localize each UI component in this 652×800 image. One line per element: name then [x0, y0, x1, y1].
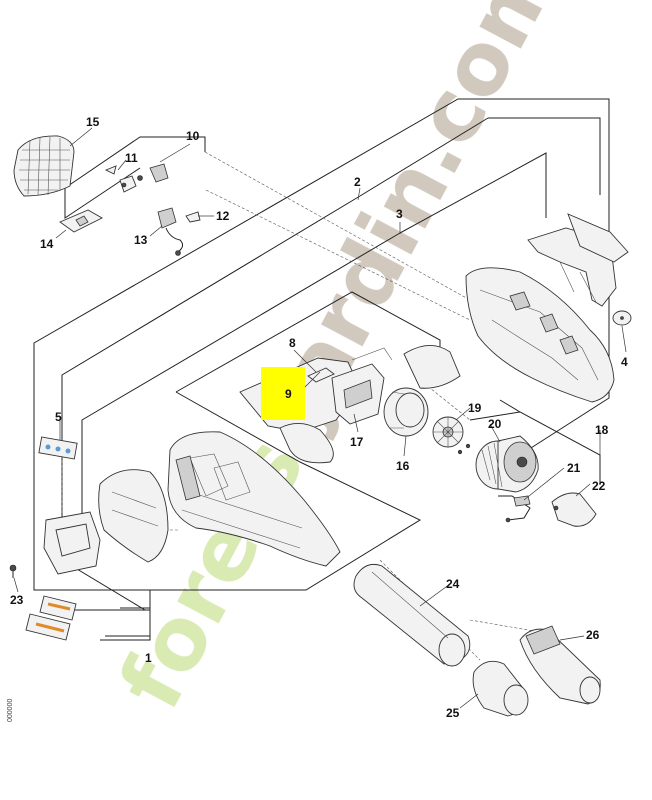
- part-handle-frame: [43, 511, 101, 575]
- part-17-duct: [331, 347, 393, 425]
- part-26-flat-nozzle: [519, 625, 601, 705]
- part-1-labels: [25, 595, 77, 641]
- callout-8: 8: [289, 336, 296, 350]
- part-2-half-shell: [465, 267, 615, 403]
- part-19-impeller: [432, 416, 471, 455]
- part-16-ring: [383, 387, 429, 437]
- part-1-lower-housing: [167, 431, 341, 567]
- part-21-harness: [498, 495, 531, 523]
- callout-labels: 15 10 11 2 3 12 13 14 4 8 9 5 19 20 18 1…: [10, 115, 628, 720]
- callout-18: 18: [595, 423, 609, 437]
- part-11-switch: [104, 163, 169, 193]
- callout-22: 22: [592, 479, 606, 493]
- callout-21: 21: [567, 461, 581, 475]
- leader-lines: [13, 127, 627, 709]
- callout-15: 15: [86, 115, 100, 129]
- callout-16: 16: [396, 459, 410, 473]
- part-14-plate: [59, 209, 103, 233]
- callout-1: 1: [145, 651, 152, 665]
- callout-26: 26: [586, 628, 600, 642]
- callout-10: 10: [186, 129, 200, 143]
- callout-2: 2: [354, 175, 361, 189]
- highlight-part-9: [261, 367, 305, 420]
- part-20-motor: [475, 435, 539, 493]
- part-15-grille: [13, 135, 75, 197]
- callout-24: 24: [446, 577, 460, 591]
- callout-9: 9: [285, 387, 292, 401]
- callout-5: 5: [55, 410, 62, 424]
- callout-23: 23: [10, 593, 24, 607]
- part-25-short-nozzle: [472, 660, 529, 717]
- side-reference-code: 000000: [7, 699, 14, 722]
- callout-4: 4: [621, 355, 628, 369]
- part-3-side-cover: [98, 469, 169, 563]
- callout-14: 14: [40, 237, 54, 251]
- callout-20: 20: [488, 417, 502, 431]
- part-24-nozzle: [353, 563, 471, 667]
- part-3-bracket: [527, 213, 629, 307]
- part-23-screw: [9, 564, 17, 578]
- callout-17: 17: [350, 435, 364, 449]
- callout-13: 13: [134, 233, 148, 247]
- part-5-label: [38, 436, 78, 460]
- callout-12: 12: [216, 209, 230, 223]
- callout-25: 25: [446, 706, 460, 720]
- part-air-guide: [403, 345, 461, 389]
- part-22-trigger: [551, 492, 597, 527]
- callout-11: 11: [125, 151, 138, 165]
- callout-3: 3: [396, 207, 403, 221]
- part-13-sensor-cable: [157, 207, 201, 256]
- part-4-disc: [612, 310, 632, 326]
- callout-19: 19: [468, 401, 482, 415]
